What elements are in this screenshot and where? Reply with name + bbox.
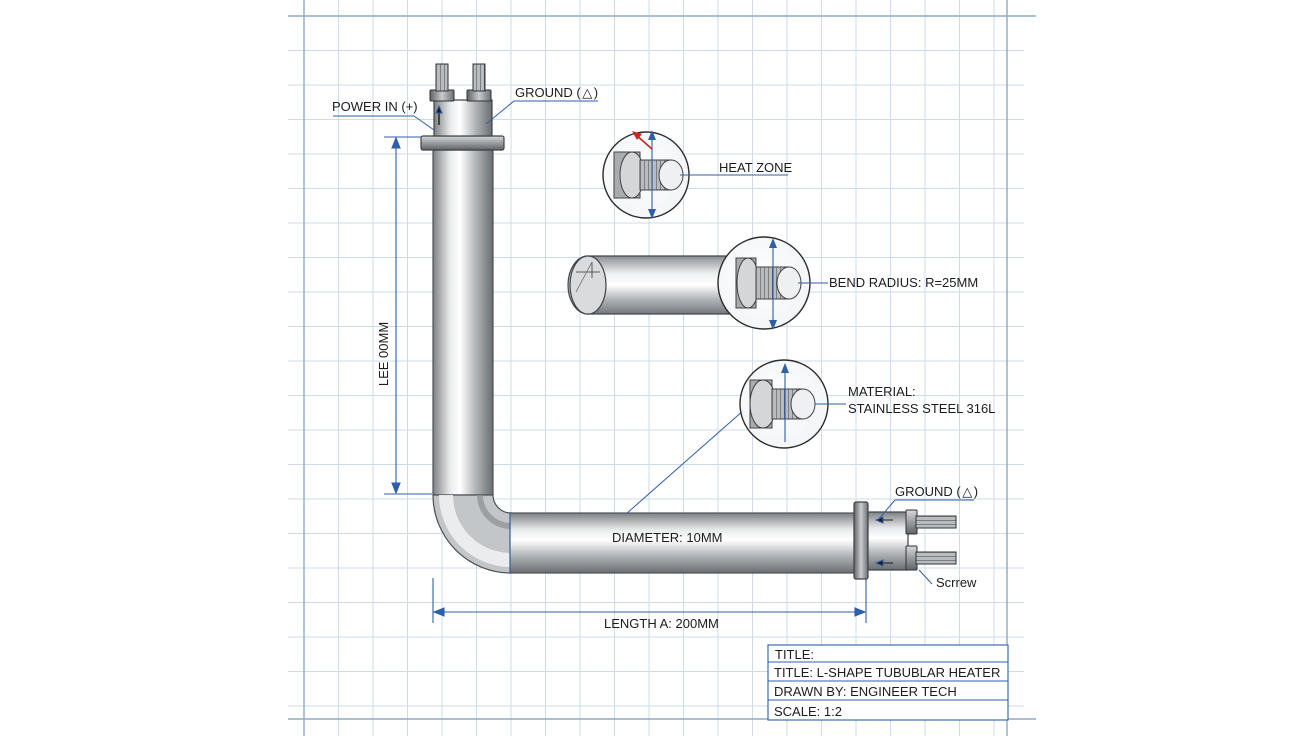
vertical-dimension-label: LEE 00MM bbox=[376, 322, 391, 386]
title-block-row3: DRAWN BY: ENGINEER TECH bbox=[774, 684, 957, 699]
screw-label: Scrrew bbox=[936, 575, 977, 590]
ground-symbol-icon: △ bbox=[582, 85, 593, 100]
title-block-frame bbox=[767, 644, 1009, 721]
ground-right-text: GROUND ( bbox=[895, 484, 961, 499]
top-terminals bbox=[429, 63, 492, 102]
title-block-row4: SCALE: 1:2 bbox=[774, 704, 842, 719]
material-value: STAINLESS STEEL 316L bbox=[848, 401, 996, 416]
material-label: MATERIAL: bbox=[848, 384, 916, 399]
sheet-border bbox=[288, 0, 1036, 736]
title-block-row2: TITLE: L-SHAPE TUBUBLAR HEATER bbox=[774, 665, 1001, 680]
detail-heat-zone bbox=[602, 130, 788, 219]
ground-top-label: GROUND (△) bbox=[515, 85, 598, 100]
right-terminals bbox=[905, 509, 957, 571]
bend-radius-label: BEND RADIUS: R=25MM bbox=[829, 275, 979, 290]
leader-lines bbox=[333, 100, 974, 585]
ground-right-close: ) bbox=[973, 484, 979, 499]
l-shape-heater-pipe bbox=[420, 63, 957, 580]
heat-zone-label: HEAT ZONE bbox=[719, 160, 793, 175]
length-a-label: LENGTH A: 200MM bbox=[604, 616, 719, 631]
detail-bend-radius bbox=[567, 236, 828, 330]
power-in-label: POWER IN (+) bbox=[332, 99, 418, 114]
title-block-row1: TITLE: bbox=[775, 647, 815, 662]
ground-right-label: GROUND (△) bbox=[895, 484, 978, 499]
detail-material bbox=[739, 359, 846, 449]
diameter-label: DIAMETER: 10MM bbox=[612, 530, 723, 545]
ground-symbol-icon: △ bbox=[962, 484, 973, 499]
horizontal-dimension bbox=[432, 578, 867, 623]
ground-top-text: GROUND ( bbox=[515, 85, 581, 100]
ground-top-close: ) bbox=[593, 85, 599, 100]
